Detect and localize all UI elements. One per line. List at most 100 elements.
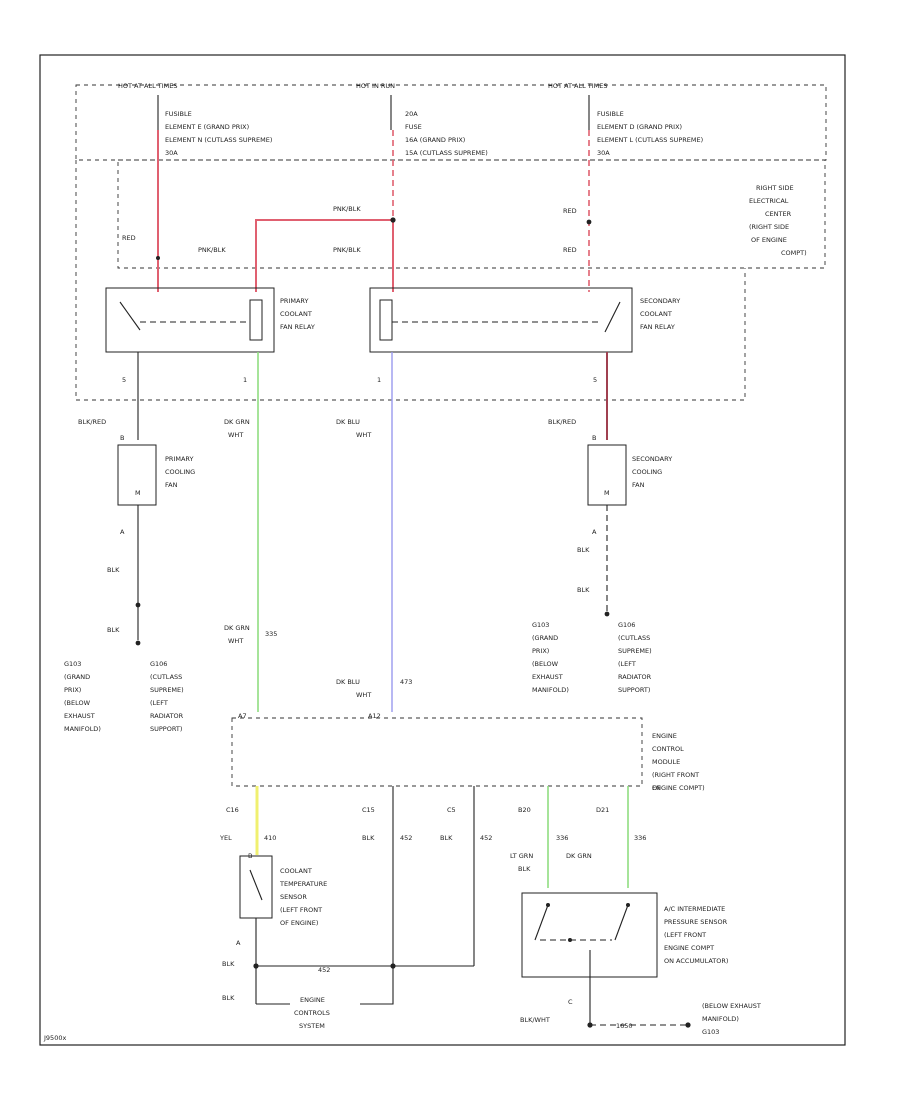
ac-label-1: A/C INTERMEDIATE <box>664 905 725 913</box>
splice-bus-left <box>253 963 259 969</box>
ground-right-2: (GRAND <box>532 634 558 642</box>
label-452-bus: 452 <box>318 966 330 974</box>
primary-fan-box <box>117 444 157 506</box>
ac-contact-2 <box>626 903 630 907</box>
fuse-mid-2: FUSE <box>405 123 422 131</box>
fusible-left-1: FUSIBLE <box>165 110 192 118</box>
ground-right2-3: SUPREME) <box>618 647 652 655</box>
label-blk-wht: BLK/WHT <box>520 1016 550 1024</box>
ac-contact-3 <box>568 938 572 942</box>
primary-relay-label-3: FAN RELAY <box>280 323 315 331</box>
ac-ground-point <box>685 1022 691 1028</box>
ecm-pin-c15: C15 <box>362 806 375 814</box>
ground-left-1: G103 <box>64 660 81 668</box>
ac-label-3: (LEFT FRONT <box>664 931 706 939</box>
label-lt-grn-blk: BLK <box>518 865 531 873</box>
secondary-fan-label-2: COOLING <box>632 468 662 476</box>
ecm-label-3: MODULE <box>652 758 680 766</box>
wire-to-engine-controls-right <box>360 966 394 1005</box>
ground-right2-6: SUPPORT) <box>618 686 650 694</box>
ecm-box <box>231 717 643 787</box>
ground-right2-2: (CUTLASS <box>618 634 650 642</box>
relay-area-outline <box>75 160 746 401</box>
coolant-label-2: TEMPERATURE <box>279 880 327 888</box>
electrical-center-outline <box>117 159 826 269</box>
primary-fan-wire-label: BLK/RED <box>78 418 106 426</box>
ecm-pin-c16: C16 <box>226 806 239 814</box>
wire-pnk-blk-cross <box>255 219 393 292</box>
circuit-473: 473 <box>400 678 412 686</box>
center-label-5: OF ENGINE <box>751 236 787 244</box>
ac-pin-c: C <box>568 998 573 1006</box>
dk-blu-top-2: WHT <box>356 431 371 439</box>
coolant-sensor-element <box>249 869 263 901</box>
ground-right2-4: (LEFT <box>618 660 636 668</box>
ground-right-5: EXHAUST <box>532 673 563 681</box>
dk-grn-top-1: DK GRN <box>224 418 250 426</box>
fusible-left-2: ELEMENT E (GRAND PRIX) <box>165 123 249 131</box>
figure-id: J9500x <box>43 1034 66 1042</box>
pin-primary-right: 1 <box>243 376 247 384</box>
primary-relay-label-2: COOLANT <box>280 310 312 318</box>
connector-red-right <box>586 219 592 225</box>
pin-secondary-right: 5 <box>593 376 597 384</box>
label-blk-bus: BLK <box>222 960 235 968</box>
hot-left-label: HOT AT ALL TIMES <box>118 82 178 90</box>
ground-right2-1: G106 <box>618 621 635 629</box>
ecm-label-4: (RIGHT FRONT <box>652 771 699 779</box>
label-pnk-blk-left: PNK/BLK <box>198 246 226 254</box>
dk-grn-top-2: WHT <box>228 431 243 439</box>
center-label-1: RIGHT SIDE <box>756 184 794 192</box>
ground-right2-5: RADIATOR <box>618 673 652 681</box>
secondary-relay-label-2: COOLANT <box>640 310 672 318</box>
ground-left2-6: SUPPORT) <box>150 725 182 733</box>
ac-label-2: PRESSURE SENSOR <box>664 918 728 926</box>
ground-left2-3: SUPREME) <box>150 686 184 694</box>
engine-controls-label-3: SYSTEM <box>299 1022 325 1030</box>
label-blk-lower: BLK <box>222 994 235 1002</box>
primary-fan-label-3: FAN <box>165 481 178 489</box>
label-336-b: 336 <box>634 834 646 842</box>
ground-left-4: (BELOW <box>64 699 91 707</box>
engine-controls-label-2: CONTROLS <box>294 1009 330 1017</box>
ecm-pin-a7: A7 <box>238 712 247 720</box>
ground-left2-1: G106 <box>150 660 167 668</box>
secondary-relay-box <box>369 287 633 353</box>
pin-primary-left: 5 <box>122 376 126 384</box>
secondary-fan-pin-b: B <box>592 434 596 442</box>
connector-red-left <box>156 256 160 260</box>
ac-contact-1 <box>546 903 550 907</box>
ecm-pin-d21: D21 <box>596 806 609 814</box>
ground-circuit-label: 1650 <box>616 1022 633 1030</box>
ac-label-5: ON ACCUMULATOR) <box>664 957 728 965</box>
ground-right-1: G103 <box>532 621 549 629</box>
ground-left2-4: (LEFT <box>150 699 168 707</box>
coolant-sensor-box <box>239 855 273 919</box>
fusible-right-3: ELEMENT L (CUTLASS SUPREME) <box>597 136 703 144</box>
center-label-4: (RIGHT SIDE <box>749 223 789 231</box>
secondary-fan-pin-a: A <box>592 528 597 536</box>
label-blk-c5: BLK <box>440 834 453 842</box>
ground-left-6: MANIFOLD) <box>64 725 101 733</box>
secondary-fan-label-3: FAN <box>632 481 645 489</box>
secondary-relay-label-1: SECONDARY <box>640 297 680 305</box>
ground-left-2: (GRAND <box>64 673 90 681</box>
primary-ground-point <box>135 640 141 646</box>
secondary-fan-icon: M <box>604 489 610 497</box>
fusible-right-2: ELEMENT D (GRAND PRIX) <box>597 123 682 131</box>
ecm-pin-c5: C5 <box>447 806 456 814</box>
secondary-relay-label-3: FAN RELAY <box>640 323 675 331</box>
label-dk-grn: DK GRN <box>566 852 592 860</box>
outer-frame <box>39 54 846 1046</box>
coolant-label-5: OF ENGINE) <box>280 919 318 927</box>
primary-relay-label-1: PRIMARY <box>280 297 309 305</box>
primary-fan-pin-a: A <box>120 528 125 536</box>
ac-switch-2 <box>614 904 629 941</box>
coolant-label-1: COOLANT <box>280 867 312 875</box>
fuse-mid-4: 15A (CUTLASS SUPREME) <box>405 149 488 157</box>
dk-blu-top-1: DK BLU <box>336 418 360 426</box>
ecm-label-6: ENGINE COMPT) <box>652 784 705 792</box>
ground-left-5: EXHAUST <box>64 712 95 720</box>
